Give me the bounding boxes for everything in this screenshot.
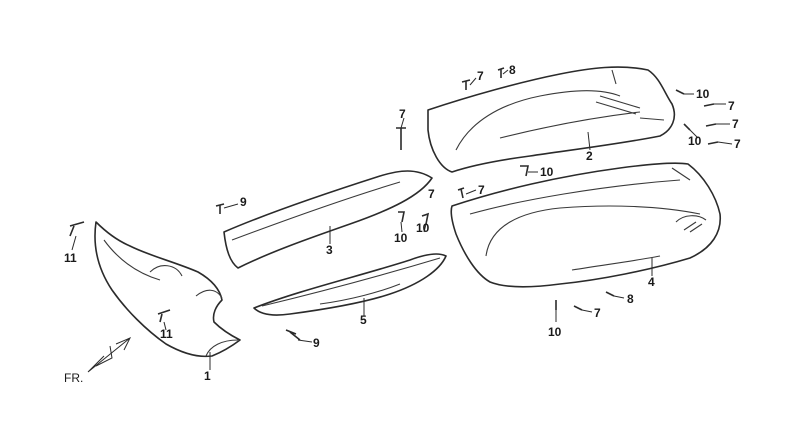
label-part-11-middle: 11: [160, 327, 173, 341]
label-part-7-trim: 7: [428, 187, 435, 201]
fastener-screw-8-bottom: [605, 291, 615, 297]
label-part-10-right-lower: 10: [688, 134, 702, 148]
label-part-5: 5: [360, 313, 367, 327]
front-direction-arrow: [87, 337, 132, 373]
part-1-front-lower-cover: [94, 221, 241, 358]
label-part-7-bolt: 7: [399, 107, 406, 121]
label-part-10-c: 10: [540, 165, 554, 179]
fastener-screws-7-right: [703, 103, 719, 145]
fastener-screw-9-lower: [285, 329, 301, 341]
part-2-upper-body-cover: [427, 66, 676, 173]
fastener-screw-11-middle: [157, 309, 171, 323]
label-part-9-upper: 9: [240, 195, 247, 209]
label-part-10-a: 10: [394, 231, 408, 245]
fastener-clip-10-c: [520, 165, 529, 177]
label-part-7-right-2: 7: [732, 117, 739, 131]
fastener-clip-10-right-lower: [683, 123, 691, 131]
fastener-screw-9-upper: [215, 203, 225, 214]
label-part-10-bottom: 10: [548, 325, 562, 339]
label-part-10-b: 10: [416, 221, 430, 235]
fastener-screw-11-left: [69, 221, 85, 237]
label-part-2: 2: [586, 149, 593, 163]
label-part-4: 4: [648, 275, 655, 289]
fastener-screw-7-bottom: [573, 305, 583, 311]
label-part-7-top: 7: [477, 69, 484, 83]
label-part-11-left: 11: [64, 251, 77, 265]
label-part-7-right-1: 7: [728, 99, 735, 113]
label-part-1: 1: [204, 369, 211, 383]
front-direction-label: FR.: [64, 371, 83, 385]
fastener-screw-7-top: [461, 79, 471, 90]
part-5-lower-side-trim: [253, 253, 447, 316]
leader-lines: [71, 69, 733, 370]
label-part-7-right-3: 7: [734, 137, 741, 151]
part-4-rear-body-cover: [450, 162, 721, 288]
fastener-bolt-7-vertical: [396, 127, 406, 150]
fastener-screw-7-center: [457, 187, 465, 199]
fastener-clip-10-a: [398, 211, 405, 223]
label-part-9-lower: 9: [313, 336, 320, 350]
label-part-8-top: 8: [509, 63, 516, 77]
label-part-10-right-upper: 10: [696, 87, 710, 101]
fastener-clip-10-b: [421, 212, 430, 225]
part-3-upper-side-trim: [223, 170, 433, 269]
label-part-3: 3: [326, 243, 333, 257]
label-part-8-bottom: 8: [627, 292, 634, 306]
label-part-7-center: 7: [478, 183, 485, 197]
fastener-clip-10-right-upper: [675, 89, 685, 95]
fastener-screw-8-top: [497, 67, 505, 78]
label-part-7-bottom: 7: [594, 306, 601, 320]
